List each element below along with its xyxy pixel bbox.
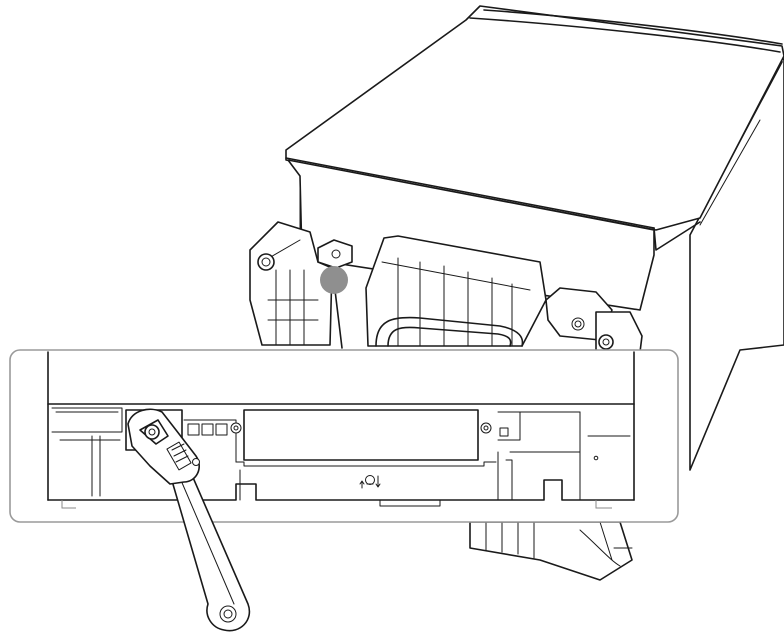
callout-marker-icon xyxy=(320,266,348,294)
dishwasher-body xyxy=(249,5,784,471)
adjustable-wrench-icon xyxy=(127,408,251,632)
water-flow-symbol-icon xyxy=(359,475,381,489)
lower-chassis xyxy=(469,521,633,581)
zoom-callout-panel xyxy=(9,349,679,523)
